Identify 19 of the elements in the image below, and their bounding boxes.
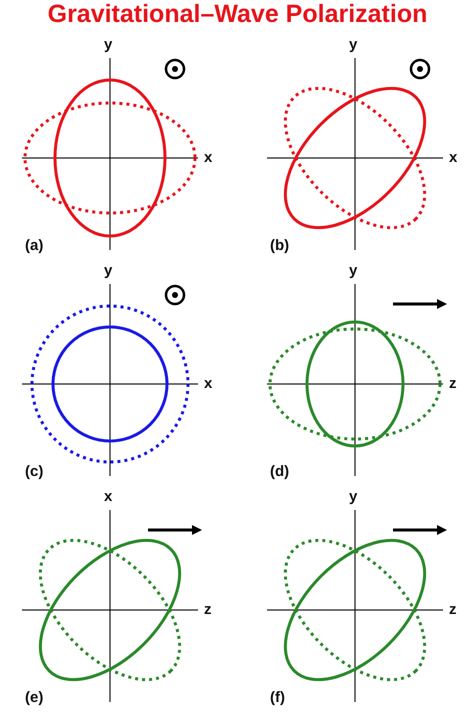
axis-label: z [449, 602, 456, 618]
axis-label: x [449, 150, 458, 166]
panel-label: (b) [270, 238, 290, 254]
axis-label: x [104, 489, 112, 505]
axis-label: y [104, 263, 112, 279]
panel-label: (c) [25, 464, 44, 480]
diagram-title: Gravitational–Wave Polarization [46, 0, 428, 29]
panel-label: (d) [270, 464, 290, 480]
axis-label: y [349, 37, 358, 53]
axis-label: z [204, 602, 212, 618]
axis-label: z [449, 376, 456, 392]
axis-label: y [349, 489, 358, 505]
panel-label: (e) [25, 690, 44, 706]
axis-label: y [349, 263, 358, 279]
axis-label: x [204, 376, 212, 392]
axis-label: x [204, 150, 212, 166]
axis-label: y [104, 37, 112, 53]
panel-label: (f) [270, 690, 285, 706]
panel-label: (a) [25, 238, 44, 254]
